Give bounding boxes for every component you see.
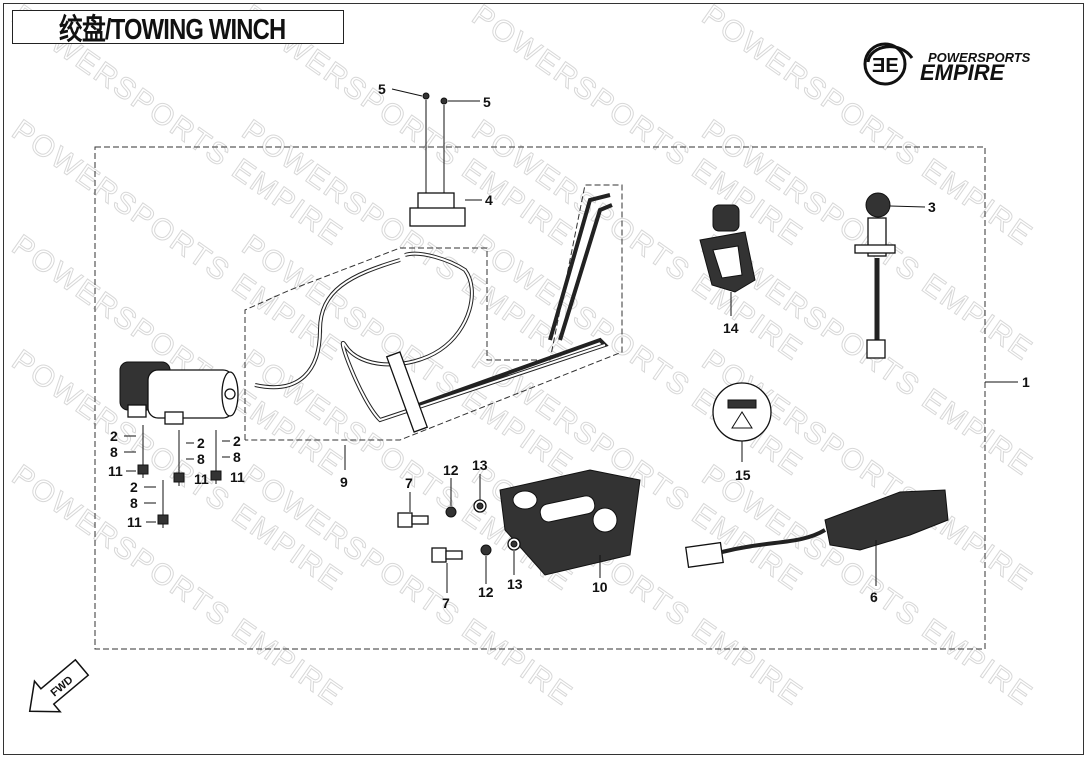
callout: 8	[233, 449, 241, 465]
callout: 12	[443, 462, 459, 478]
svg-text:ƎE: ƎE	[872, 55, 899, 77]
callout: 2	[233, 433, 241, 449]
page-title: 绞盘/TOWING WINCH	[12, 10, 344, 46]
callout: 9	[340, 474, 348, 490]
callout: 1	[1022, 374, 1030, 390]
callout: 11	[108, 463, 123, 479]
assembly-boundary	[94, 146, 986, 650]
hook-part-14	[699, 204, 756, 316]
callout: 2	[130, 479, 138, 495]
drawing-frame	[3, 3, 1084, 755]
callout: 7	[442, 595, 450, 611]
remote-part-6	[685, 489, 949, 586]
callout: 10	[592, 579, 608, 595]
callouts: 5 5 4 3 14 1 15 2 8 11 2 8 11 2 8 11 2 8…	[108, 81, 1030, 611]
fairlead-bolts	[397, 474, 521, 593]
winch-motor	[119, 361, 239, 425]
callout: 12	[478, 584, 494, 600]
callout: 5	[483, 94, 491, 110]
callout: 7	[405, 475, 413, 491]
callout: 14	[723, 320, 739, 336]
switch-part-3	[854, 192, 926, 359]
callout: 2	[110, 428, 118, 444]
callout: 8	[110, 444, 118, 460]
brand-logo: ƎE POWERSPORTS EMPIRE	[863, 42, 1031, 86]
callout: 11	[127, 514, 142, 530]
callout: 11	[230, 469, 245, 485]
mounting-bolts	[124, 425, 230, 528]
callout: 8	[130, 495, 138, 511]
callout: 5	[378, 81, 386, 97]
wire-harness	[254, 193, 613, 433]
harness-boundary	[244, 184, 623, 441]
warning-label-part-15	[712, 382, 772, 462]
callout: 13	[507, 576, 523, 592]
callout: 8	[197, 451, 205, 467]
callout: 13	[472, 457, 488, 473]
callout: 3	[928, 199, 936, 215]
fairlead-part-10	[499, 469, 641, 578]
callout: 15	[735, 467, 751, 483]
logo-line1: POWERSPORTS	[928, 50, 1031, 65]
relay-part-4	[391, 88, 482, 227]
callout: 2	[197, 435, 205, 451]
callout: 6	[870, 589, 878, 605]
logo-line2: EMPIRE	[920, 60, 1006, 85]
callout: 4	[485, 192, 493, 208]
page-title-text: 绞盘/TOWING WINCH	[59, 14, 286, 46]
fwd-arrow-icon: FWD	[28, 658, 90, 713]
callout: 11	[194, 471, 209, 487]
